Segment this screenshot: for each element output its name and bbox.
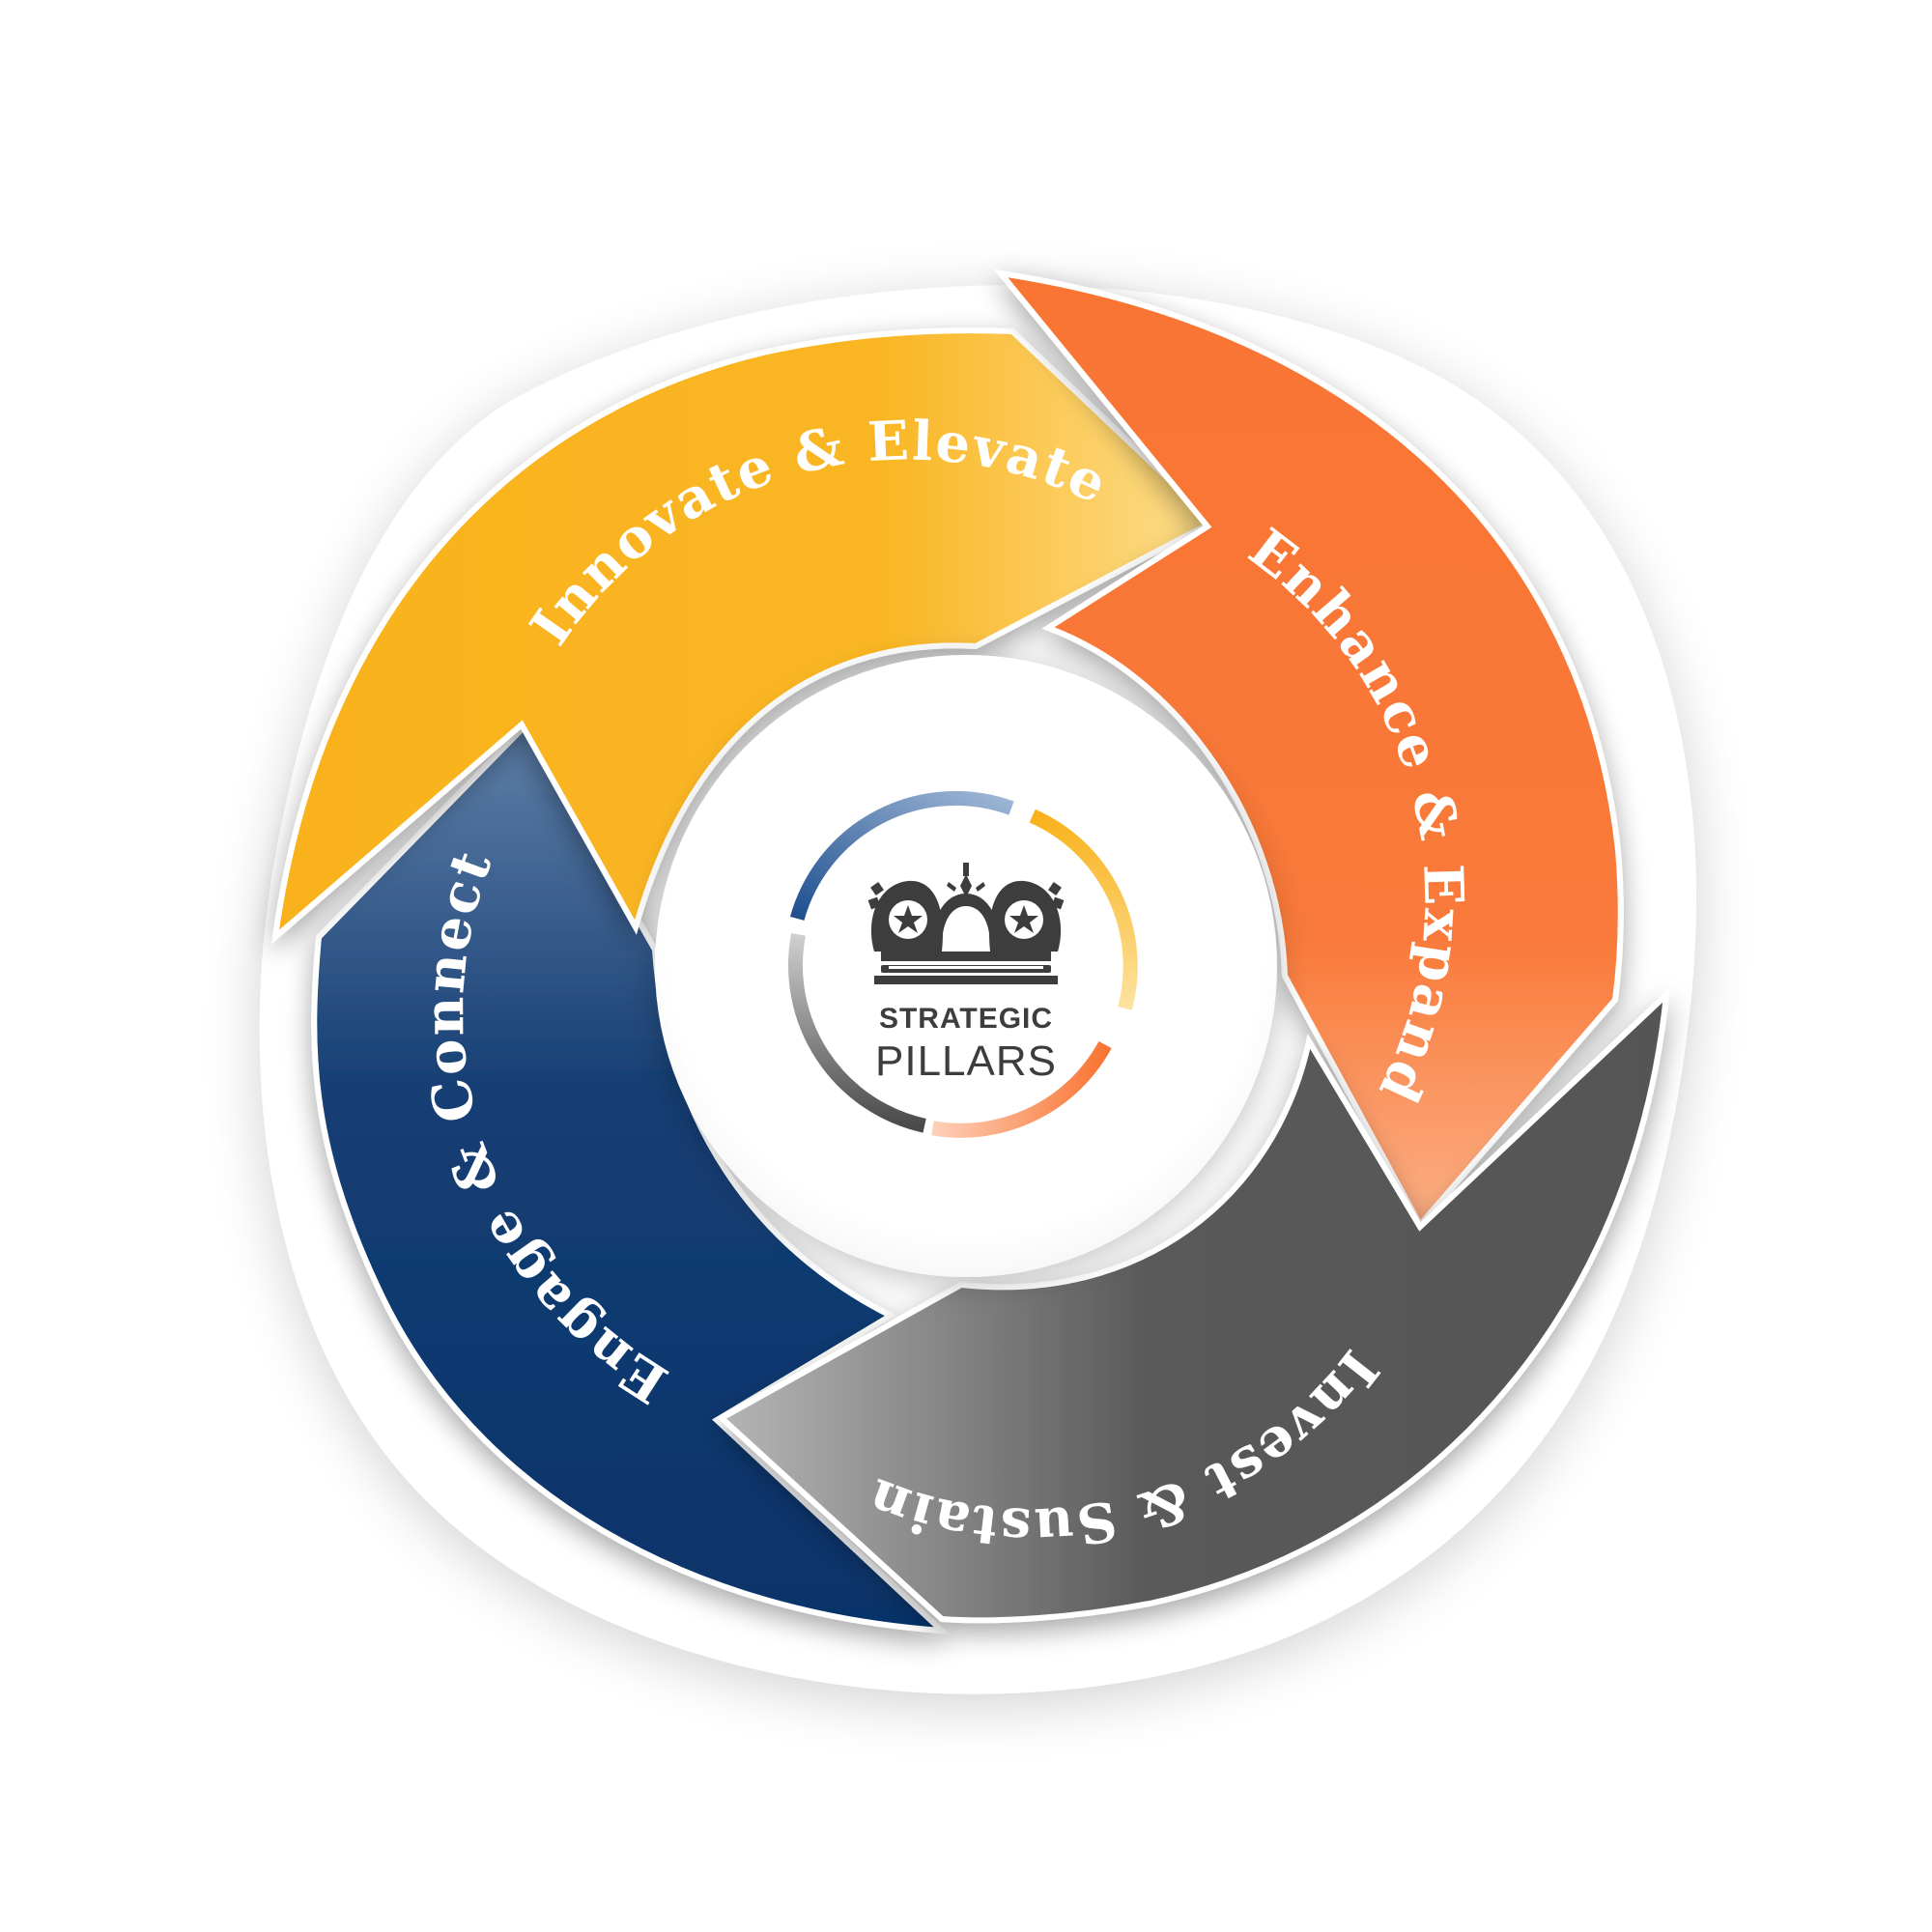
logo-title-line2: PILLARS [875,1037,1057,1085]
logo-ring-yellow [1029,809,1138,1010]
logo-ring [787,790,1138,1138]
crown-icon [867,863,1065,984]
logo-ring-gray [787,933,926,1133]
logo-title-line1: STRATEGIC [879,1003,1053,1035]
enhance-expand-arrow [993,269,1624,1231]
innovate-elevate-arrow [270,327,1219,945]
logo-ring-orange [931,1040,1112,1138]
logo-ring-blue [789,790,1014,921]
invest-sustain-arrow [716,987,1670,1624]
engage-connect-arrow [311,720,951,1634]
